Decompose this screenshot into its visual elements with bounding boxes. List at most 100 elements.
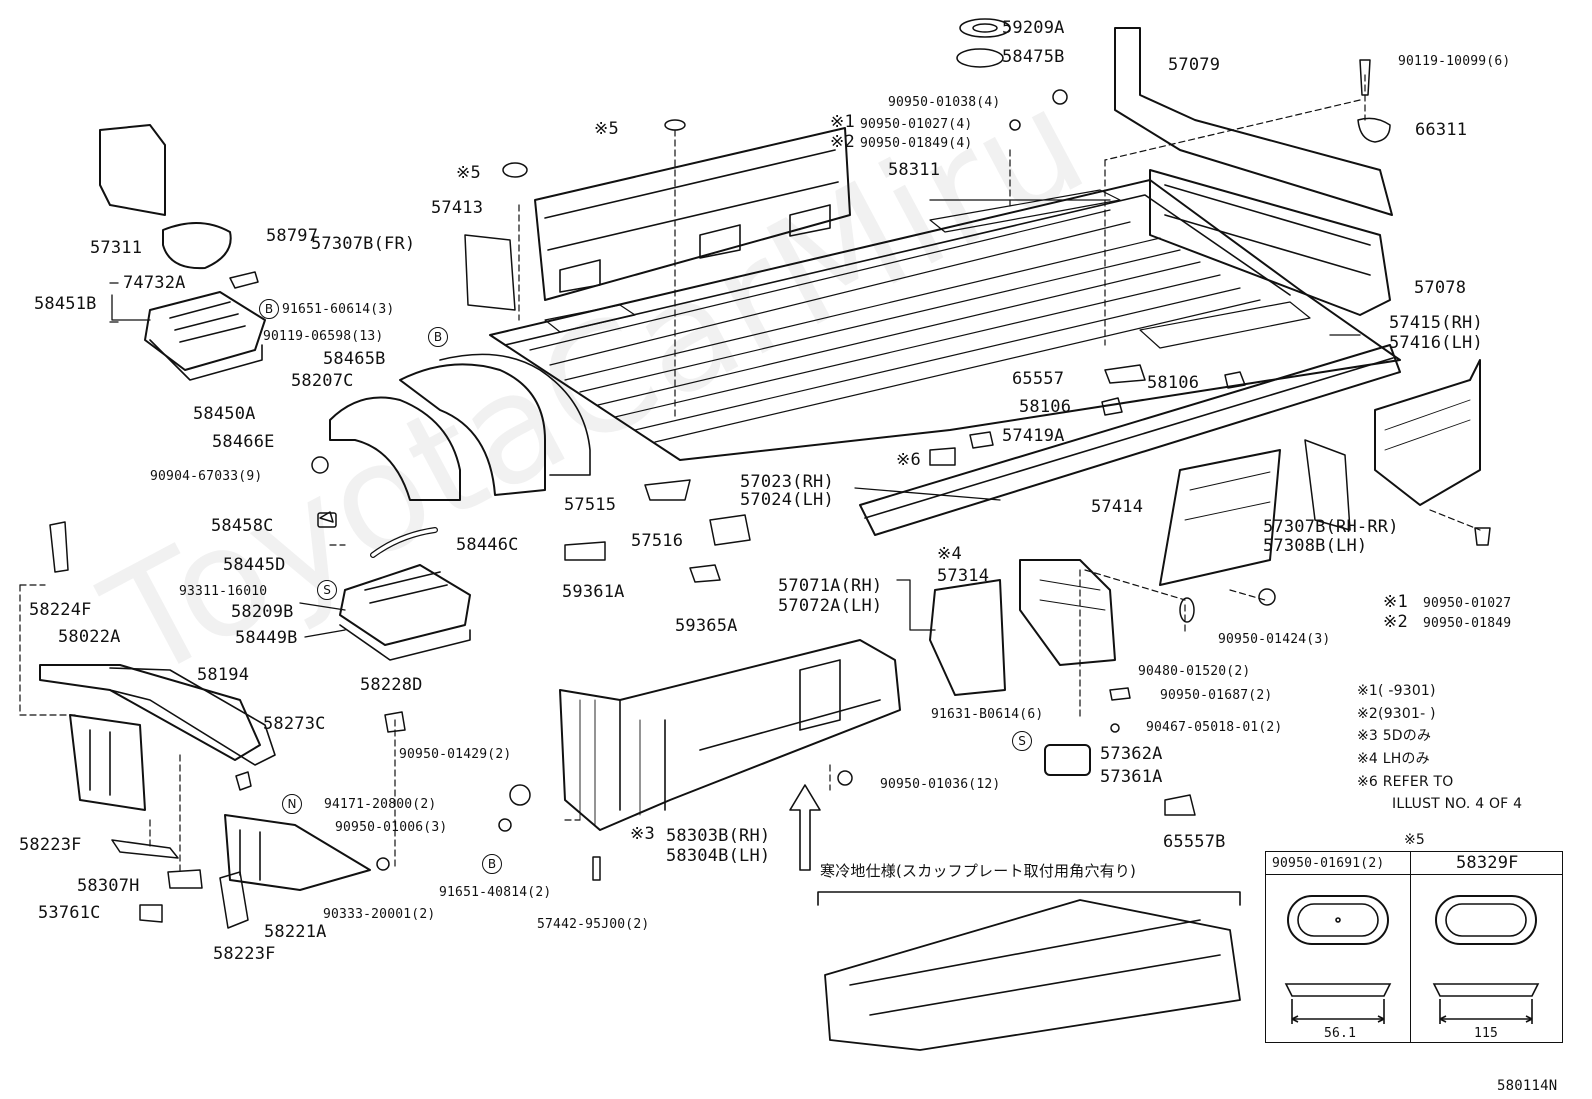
circled-s-2: S [1012, 731, 1032, 751]
note-6b: ILLUST NO. 4 OF 4 [1392, 796, 1523, 812]
label-58303B: 58303B(RH) [666, 826, 771, 846]
label-93311-16010: 93311-16010 [179, 584, 268, 599]
label-65557: 65557 [1012, 369, 1065, 389]
label-59361A: 59361A [562, 582, 625, 602]
label-90950-01849-4: 90950-01849(4) [860, 136, 973, 151]
note-4: ※4 LHのみ [1357, 751, 1430, 767]
label-58450A: 58450A [193, 404, 256, 424]
label-58223F-a: 58223F [19, 835, 82, 855]
label-90950-01687: 90950-01687(2) [1160, 688, 1273, 703]
label-91651-40814: 91651-40814(2) [439, 885, 552, 900]
label-58449B: 58449B [235, 628, 298, 648]
table-col2-dim: 115 [1474, 1026, 1499, 1041]
mark-2: ※2 [830, 132, 855, 152]
label-66311: 66311 [1415, 120, 1468, 140]
label-90950-01849: 90950-01849 [1423, 616, 1512, 631]
mark-1: ※1 [830, 112, 855, 132]
label-59365A: 59365A [675, 616, 738, 636]
circled-b-1: B [259, 299, 279, 319]
mark-2b: ※2 [1383, 612, 1408, 632]
grommet-drawings [1284, 895, 1540, 1024]
label-58106-a: 58106 [1147, 373, 1200, 393]
circled-b-2: B [428, 327, 448, 347]
rear-member-57079 [1114, 27, 1393, 316]
label-58307H: 58307H [77, 876, 140, 896]
hose-58446C [370, 527, 438, 558]
leader-lines [19, 74, 1481, 871]
label-57078: 57078 [1414, 278, 1467, 298]
mark-5b: ※5 [456, 163, 481, 183]
mark-3: ※3 [630, 824, 655, 844]
label-90480-01520: 90480-01520(2) [1138, 664, 1251, 679]
label-58797: 58797 [266, 226, 319, 246]
mark-5a: ※5 [594, 119, 619, 139]
label-58445D: 58445D [223, 555, 286, 575]
label-58304B: 58304B(LH) [666, 846, 771, 866]
circled-s-1: S [317, 580, 337, 600]
label-58451B: 58451B [34, 294, 97, 314]
lower-58221A [69, 714, 371, 891]
side-member-58303B [559, 639, 901, 831]
label-58446C: 58446C [456, 535, 519, 555]
label-90950-01429: 90950-01429(2) [399, 747, 512, 762]
pad-57362A [1044, 744, 1091, 776]
grommet-table: 90950-01691(2) 58329F 56.1 115 [1265, 851, 1563, 1043]
label-57419A: 57419A [1002, 426, 1065, 446]
label-57024: 57024(LH) [740, 490, 834, 510]
label-58228D: 58228D [360, 675, 423, 695]
mark-6: ※6 [896, 450, 921, 470]
label-57516: 57516 [631, 531, 684, 551]
label-57307B-FR: 57307B(FR) [311, 234, 416, 254]
diagram-id: 580114N [1497, 1078, 1558, 1094]
label-90119-10099: 90119-10099(6) [1398, 54, 1511, 69]
label-90950-01027: 90950-01027 [1423, 596, 1512, 611]
bracket-57071A [929, 579, 1006, 696]
label-57307B-RR: 57307B(RH-RR) [1263, 517, 1399, 537]
label-90950-01424: 90950-01424(3) [1218, 632, 1331, 647]
label-58106-b: 58106 [1019, 397, 1072, 417]
label-90904-67033: 90904-67033(9) [150, 469, 263, 484]
label-58221A: 58221A [264, 922, 327, 942]
label-90950-01027-4: 90950-01027(4) [860, 117, 973, 132]
label-57314: 57314 [937, 566, 990, 586]
bracket-57311 [99, 124, 166, 216]
label-90950-01036: 90950-01036(12) [880, 777, 1001, 792]
front-panel-57413 [534, 127, 851, 301]
label-57416: 57416(LH) [1389, 333, 1483, 353]
label-57071A: 57071A(RH) [778, 576, 883, 596]
label-58194: 58194 [197, 665, 250, 685]
label-90333-20001: 90333-20001(2) [323, 907, 436, 922]
mark-1b: ※1 [1383, 592, 1408, 612]
label-57362A: 57362A [1100, 744, 1163, 764]
label-53761C: 53761C [38, 903, 101, 923]
label-58273C: 58273C [263, 714, 326, 734]
label-90950-01038: 90950-01038(4) [888, 95, 1001, 110]
panel-57414 [1159, 449, 1281, 586]
ring-58797 [162, 221, 232, 270]
table-col1-dim: 56.1 [1324, 1026, 1357, 1041]
label-90467-05018: 90467-05018-01(2) [1146, 720, 1283, 735]
floor-panel-58311 [489, 179, 1401, 461]
panel-57415 [1374, 359, 1481, 506]
table-divider [1410, 852, 1411, 1042]
arrow-up-icon [789, 784, 821, 871]
label-94171-20800: 94171-20800(2) [324, 797, 437, 812]
note-6a: ※6 REFER TO [1357, 774, 1454, 790]
label-57308B: 57308B(LH) [1263, 536, 1368, 556]
inset-art [817, 891, 1241, 1051]
side-sill-57023 [859, 344, 1401, 536]
lid-58451B [144, 291, 266, 381]
note-2: ※2(9301- ) [1357, 706, 1436, 722]
circled-b-3: B [482, 854, 502, 874]
mark-4: ※4 [937, 544, 962, 564]
bracket-lines [109, 199, 1361, 638]
label-58209B: 58209B [231, 602, 294, 622]
label-57413: 57413 [431, 198, 484, 218]
table-col2-header: 58329F [1456, 853, 1519, 873]
label-59209A: 59209A [1002, 18, 1065, 38]
label-58466E: 58466E [212, 432, 275, 452]
label-90950-01006: 90950-01006(3) [335, 820, 448, 835]
label-91651-60614: 91651-60614(3) [282, 302, 395, 317]
